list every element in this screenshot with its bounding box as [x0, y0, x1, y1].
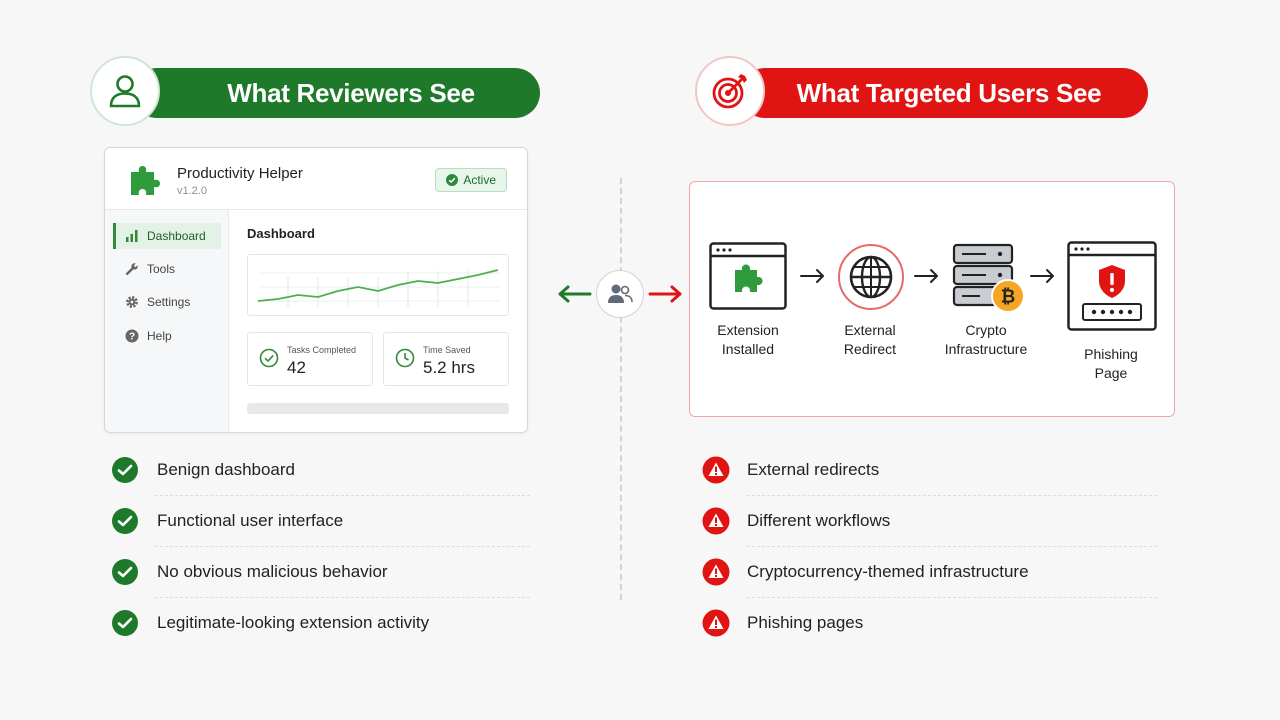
target-point-text: Phishing pages	[747, 613, 864, 632]
svg-text:?: ?	[129, 332, 135, 343]
warning-icon	[702, 609, 730, 637]
server-bitcoin-icon: ₿	[952, 243, 1025, 313]
targeted-header-title: What Targeted Users See	[796, 77, 1102, 108]
flow-label-line: Crypto	[965, 322, 1007, 338]
target-point-text: Cryptocurrency-themed infrastructure	[747, 562, 1029, 581]
puzzle-icon	[131, 166, 160, 195]
sidebar-item-dashboard[interactable]: Dashboard	[113, 223, 221, 249]
reviewers-header-title: What Reviewers See	[227, 77, 475, 108]
clock-icon	[395, 348, 415, 368]
sidebar-item-settings[interactable]: Settings	[113, 289, 221, 315]
list-divider	[155, 546, 530, 547]
mock-sidebar: Dashboard Tools Settings ? Help	[105, 210, 229, 432]
reviewer-point: No obvious malicious behavior	[112, 557, 532, 587]
wrench-icon	[125, 263, 138, 276]
reviewers-badge	[90, 56, 160, 126]
flow-label-line: Installed	[721, 341, 775, 357]
flow-arrow-icon	[800, 269, 824, 283]
sidebar-item-label: Tools	[147, 262, 176, 276]
globe-icon	[838, 244, 904, 310]
sidebar-item-label: Settings	[147, 295, 191, 309]
targeted-header: What Targeted Users See	[740, 68, 1148, 118]
browser-shield-icon	[1067, 241, 1157, 331]
target-icon	[712, 74, 747, 109]
check-circle-icon	[112, 508, 138, 534]
target-point: Cryptocurrency-themed infrastructure	[702, 557, 1162, 587]
users-icon	[608, 284, 633, 303]
stat-value: 5.2 hrs	[423, 358, 475, 377]
bar-chart-icon	[126, 230, 138, 242]
list-divider	[155, 597, 530, 598]
flow-label-line: Extension	[717, 322, 779, 338]
reviewer-point: Legitimate-looking extension activity	[112, 608, 532, 638]
flow-step-label: External Redirect	[815, 321, 925, 359]
targeted-badge	[695, 56, 765, 126]
reviewers-header: What Reviewers See	[132, 68, 540, 118]
warning-icon	[702, 507, 730, 535]
browser-puzzle-icon	[709, 242, 787, 310]
mock-version: v1.2.0	[177, 185, 207, 197]
status-badge: Active	[435, 168, 507, 192]
reviewer-point-text: No obvious malicious behavior	[157, 562, 388, 581]
sidebar-item-help[interactable]: ? Help	[113, 323, 221, 349]
sidebar-item-label: Help	[147, 329, 172, 343]
sidebar-item-tools[interactable]: Tools	[113, 256, 221, 282]
target-point-text: External redirects	[747, 460, 880, 479]
chart-graphic	[257, 269, 500, 307]
check-circle-icon	[112, 610, 138, 636]
status-text: Active	[463, 173, 496, 187]
arrow-right-icon	[648, 285, 682, 303]
check-circle-icon	[112, 457, 138, 483]
reviewer-point: Benign dashboard	[112, 455, 532, 485]
list-divider	[747, 546, 1157, 547]
list-divider	[747, 495, 1157, 496]
center-divider	[620, 178, 622, 600]
stat-label: Tasks Completed	[287, 345, 357, 355]
list-divider	[155, 495, 530, 496]
flow-step-label: Crypto Infrastructure	[931, 321, 1041, 359]
gear-icon	[126, 296, 138, 308]
flow-label-line: Phishing	[1084, 346, 1138, 362]
list-divider	[747, 597, 1157, 598]
dashboard-line-chart	[247, 254, 509, 316]
target-point: External redirects	[702, 455, 1162, 485]
sidebar-item-label: Dashboard	[147, 229, 206, 243]
target-point-text: Different workflows	[747, 511, 891, 530]
target-point: Different workflows	[702, 506, 1162, 536]
mock-app-name: Productivity Helper	[177, 165, 303, 182]
help-icon: ?	[125, 329, 139, 343]
arrow-left-icon	[558, 285, 592, 303]
flow-step-label: Extension Installed	[693, 321, 803, 359]
check-circle-icon	[259, 348, 279, 368]
check-circle-icon	[112, 559, 138, 585]
placeholder-bar	[247, 403, 509, 414]
user-icon	[109, 75, 141, 108]
flow-label-line: Infrastructure	[944, 341, 1028, 357]
reviewer-point-text: Benign dashboard	[157, 460, 296, 479]
stat-card-time: Time Saved 5.2 hrs	[383, 332, 509, 386]
target-point: Phishing pages	[702, 608, 1162, 638]
svg-text:₿: ₿	[1001, 287, 1016, 308]
extension-mock-window: Productivity Helper v1.2.0 Active Dashbo…	[104, 147, 528, 433]
flow-step-label: Phishing Page	[1056, 345, 1166, 383]
flow-label-line: Redirect	[843, 341, 897, 357]
flow-arrow-icon	[914, 269, 938, 283]
reviewer-point-text: Legitimate-looking extension activity	[157, 613, 430, 632]
flow-label-line: Page	[1094, 365, 1128, 381]
reviewer-point: Functional user interface	[112, 506, 532, 536]
warning-icon	[702, 558, 730, 586]
flow-arrow-icon	[1030, 269, 1054, 283]
dashboard-title: Dashboard	[247, 226, 315, 241]
stat-card-tasks: Tasks Completed 42	[247, 332, 373, 386]
mock-header: Productivity Helper v1.2.0 Active	[105, 148, 527, 210]
check-circle-icon	[446, 174, 459, 186]
stat-label: Time Saved	[423, 345, 471, 355]
stat-value: 42	[287, 358, 306, 377]
reviewer-point-text: Functional user interface	[157, 511, 344, 530]
flow-label-line: External	[844, 322, 896, 338]
warning-icon	[702, 456, 730, 484]
users-badge	[596, 270, 644, 318]
